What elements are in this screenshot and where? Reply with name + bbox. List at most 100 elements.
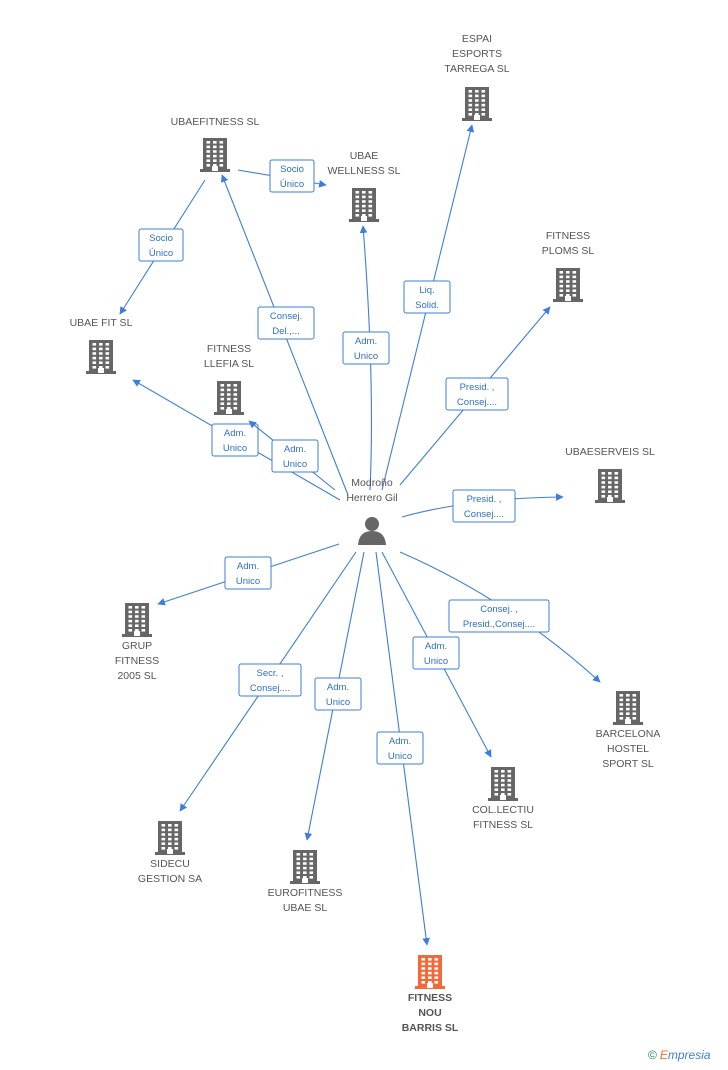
relation-label-text: Socio	[149, 233, 173, 244]
relation-edge: Adm.Unico	[157, 543, 340, 606]
relation-edge: Adm.Unico	[381, 551, 492, 758]
company-name: FITNESS	[207, 343, 251, 355]
relation-label-text: Adm.	[284, 444, 306, 455]
company-node[interactable]: SIDECU GESTION SA	[138, 821, 202, 885]
company-name: FITNESS SL	[473, 819, 533, 831]
relation-label-frame	[448, 599, 550, 633]
relation-label-frame	[342, 331, 390, 365]
company-name: ESPAI	[462, 33, 492, 45]
company-name: FITNESS	[115, 655, 159, 667]
relation-label-text: Adm.	[355, 336, 377, 347]
building-icon	[595, 469, 625, 503]
relation-label-text: Presid. ,	[460, 382, 495, 393]
company-name: SPORT SL	[602, 758, 654, 770]
relation-label-box[interactable]: Adm. Unico	[271, 439, 319, 473]
relation-edge: Adm. Unico	[248, 420, 336, 491]
company-node[interactable]: UBAE FIT SL	[70, 317, 133, 374]
relation-label-box[interactable]: Adm. Unico	[314, 677, 362, 711]
relation-label-text: Presid.,Consej....	[463, 619, 535, 630]
company-node[interactable]: UBAEFITNESS SL	[171, 116, 260, 172]
relation-label-box[interactable]: Adm. Unico	[342, 331, 390, 365]
relation-label-frame	[376, 731, 424, 765]
company-name: EUROFITNESS	[268, 887, 343, 899]
company-name: ESPORTS	[452, 48, 502, 60]
relation-label-text: Único	[280, 179, 304, 190]
company-name: 2005 SL	[117, 670, 156, 682]
company-name: UBAESERVEIS SL	[565, 446, 655, 458]
relation-label-text: Consej....	[464, 509, 504, 520]
company-node[interactable]: UBAESERVEIS SL	[565, 446, 655, 503]
relation-label-frame	[224, 556, 272, 590]
relation-label-box[interactable]: Adm.Unico	[376, 731, 424, 765]
relation-label-box[interactable]: Secr. ,Consej....	[238, 663, 302, 697]
relation-label-text: Adm.	[327, 682, 349, 693]
building-icon	[613, 691, 643, 725]
relation-label-box[interactable]: Presid. , Consej....	[445, 377, 509, 411]
company-node[interactable]: FITNESS PLOMS SL	[542, 230, 595, 302]
relation-label-frame	[412, 636, 460, 670]
company-name: LLEFIA SL	[204, 358, 254, 370]
company-name: FITNESS	[546, 230, 590, 242]
relation-label-box[interactable]: Adm. Unico	[211, 423, 259, 457]
relation-label-text: Liq.	[419, 285, 434, 296]
relation-edge: Adm. Unico	[132, 379, 341, 501]
relation-label-text: Consej.	[270, 311, 302, 322]
company-name: HOSTEL	[607, 743, 649, 755]
relation-label-text: Del.,...	[272, 326, 299, 337]
relation-label-text: Presid. ,	[467, 494, 502, 505]
building-icon	[462, 87, 492, 121]
company-name: GESTION SA	[138, 873, 202, 885]
relation-label-frame	[452, 489, 516, 523]
company-name: COL.LECTIU	[472, 804, 534, 816]
company-node[interactable]: GRUP FITNESS 2005 SL	[115, 603, 159, 682]
relation-label-box[interactable]: Adm.Unico	[412, 636, 460, 670]
company-name: GRUP	[122, 640, 152, 652]
relation-label-text: Unico	[223, 443, 247, 454]
relation-label-box[interactable]: Liq.Solid.	[403, 280, 451, 314]
relation-edge: Liq.Solid.	[381, 124, 475, 491]
relation-label-text: Consej. ,	[480, 604, 518, 615]
relation-edge: Consej. , Presid.,Consej....	[399, 551, 601, 683]
relation-label-box[interactable]: Presid. , Consej....	[452, 489, 516, 523]
relation-label-text: Consej....	[457, 397, 497, 408]
relation-label-box[interactable]: Consej. , Presid.,Consej....	[448, 599, 550, 633]
company-node[interactable]: COL.LECTIU FITNESS SL	[472, 767, 534, 831]
relation-edge: Adm.Unico	[375, 551, 430, 946]
company-name: SIDECU	[150, 858, 190, 870]
relation-label-text: Consej....	[250, 683, 290, 694]
company-name: UBAE FIT SL	[70, 317, 133, 329]
relation-line	[359, 225, 373, 491]
building-icon	[488, 767, 518, 801]
relation-label-box[interactable]: Consej. Del.,...	[257, 306, 315, 340]
relation-label-text: Adm.	[237, 561, 259, 572]
company-name: UBAE	[350, 150, 379, 162]
relation-label-text: Adm.	[224, 428, 246, 439]
brand-name: mpresia	[667, 1048, 711, 1062]
company-node[interactable]: FITNESS LLEFIA SL	[204, 343, 254, 415]
relation-label-text: Unico	[326, 697, 350, 708]
relation-edge: Presid. , Consej....	[399, 306, 551, 486]
company-name: BARRIS SL	[402, 1022, 459, 1034]
relation-edge: Adm. Unico	[304, 551, 365, 841]
relation-edge: Presid. , Consej....	[401, 489, 564, 523]
relation-label-text: Unico	[354, 351, 378, 362]
building-icon	[349, 188, 379, 222]
relation-label-box[interactable]: Adm.Unico	[224, 556, 272, 590]
relation-edge: Adm. Unico	[342, 225, 390, 491]
building-icon	[122, 603, 152, 637]
company-name: FITNESS	[408, 992, 452, 1004]
person-icon	[358, 517, 386, 545]
relation-label-text: Unico	[283, 459, 307, 470]
relation-label-text: Unico	[388, 751, 412, 762]
company-name: PLOMS SL	[542, 245, 595, 257]
